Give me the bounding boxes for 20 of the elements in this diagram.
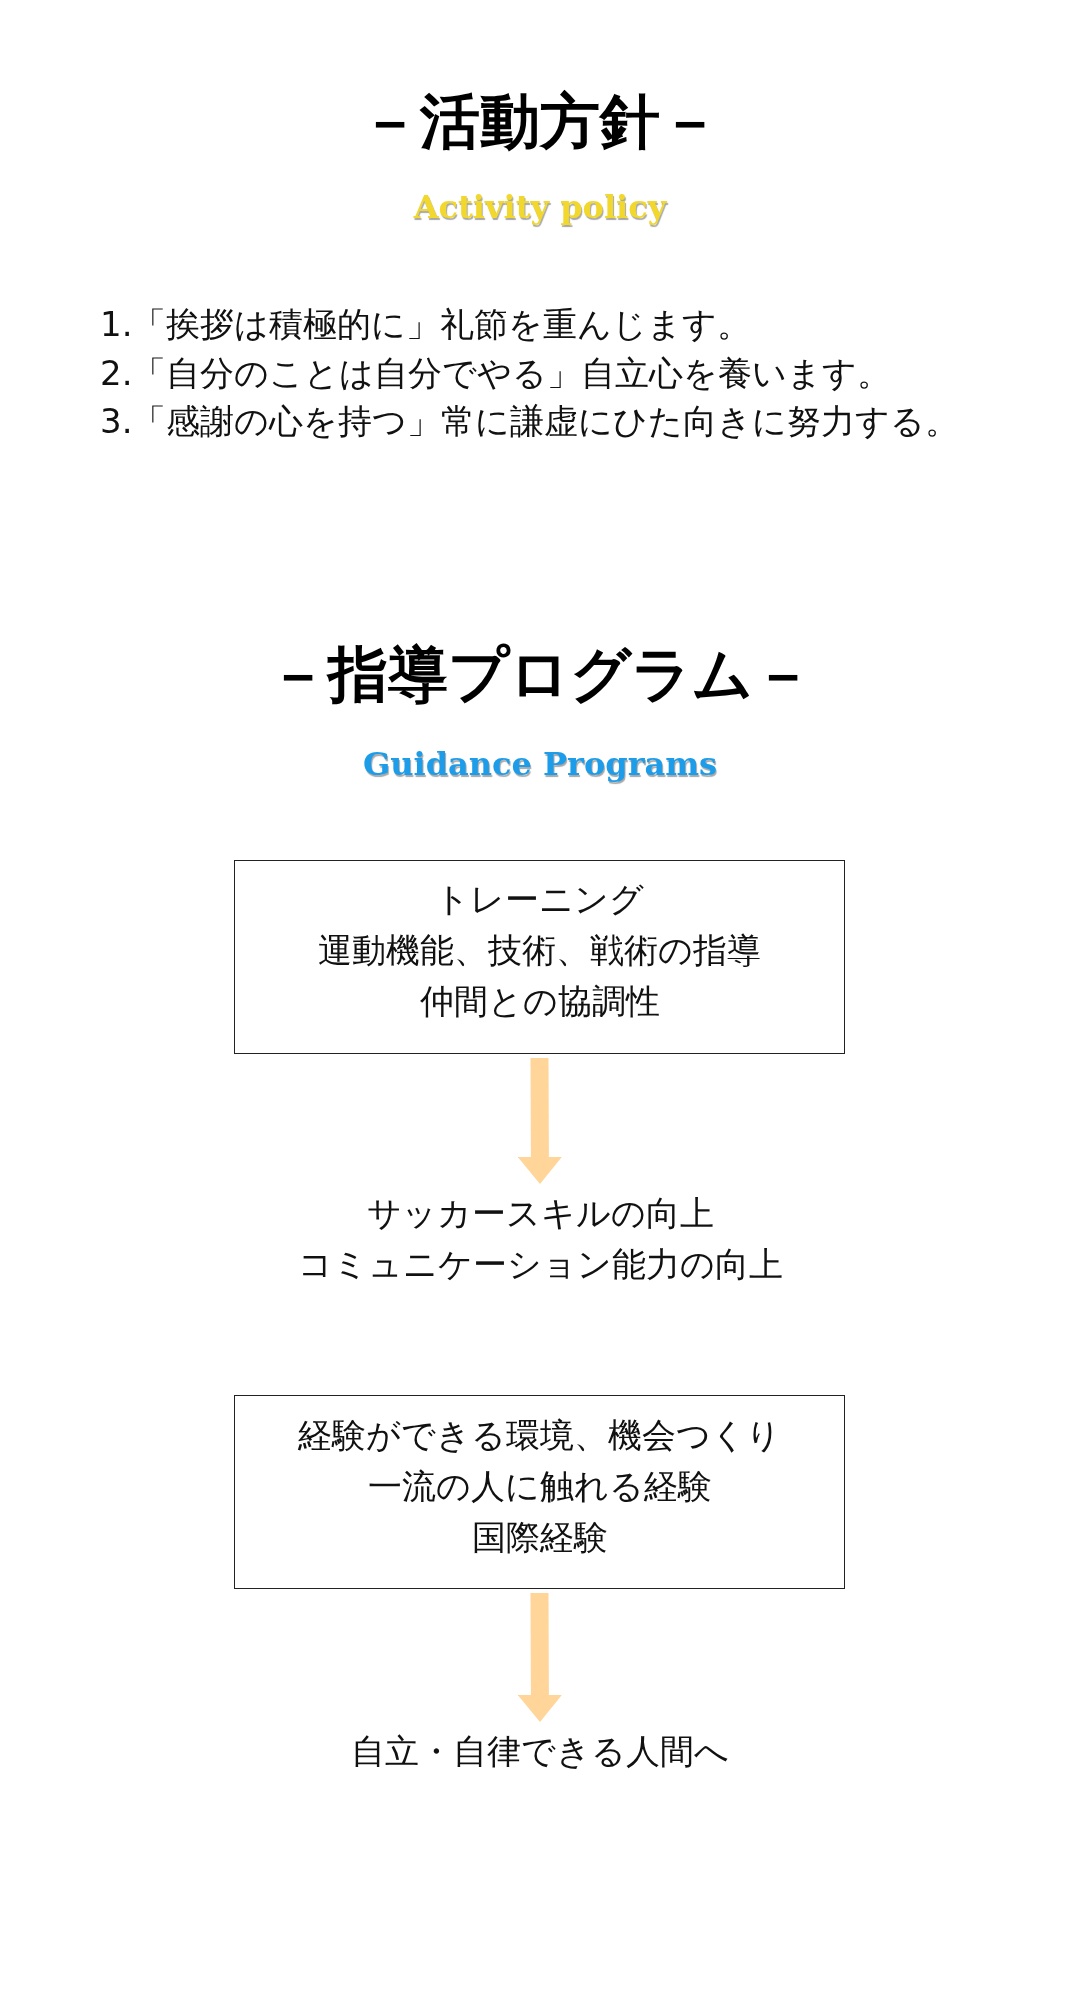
arrow (517, 1592, 562, 1722)
outcome-text: コミュニケーション能力の向上 (297, 1243, 783, 1286)
program-text: 国際経験 (471, 1516, 608, 1559)
policy-item: 2.「自分のことは自分でやる」自立心を養います。 (100, 352, 892, 394)
program-box (234, 860, 845, 1054)
section-subtitle: Activity policy (413, 188, 667, 226)
program-box (234, 1395, 845, 1589)
program-text: 運動機能、技術、戦術の指導 (318, 929, 761, 972)
outcome-text: サッカースキルの向上 (366, 1192, 714, 1235)
program-text: 経験ができる環境、機会つくり (298, 1414, 781, 1457)
section-heading: －指導プログラム－ (267, 638, 813, 710)
program-text: トレーニング (435, 878, 644, 921)
section-heading: －活動方針－ (360, 85, 720, 157)
program-text: 仲間との協調性 (419, 980, 660, 1023)
arrow (517, 1057, 562, 1184)
program-text: 一流の人に触れる経験 (367, 1465, 712, 1508)
policy-item: 1.「挨拶は積極的に」礼節を重んじます。 (100, 303, 752, 345)
section-subtitle: Guidance Programs (362, 745, 718, 783)
outcome-text: 自立・自律できる人間へ (351, 1726, 729, 1777)
policy-item: 3.「感謝の心を持つ」常に謙虚にひた向きに努力する。 (100, 400, 960, 442)
